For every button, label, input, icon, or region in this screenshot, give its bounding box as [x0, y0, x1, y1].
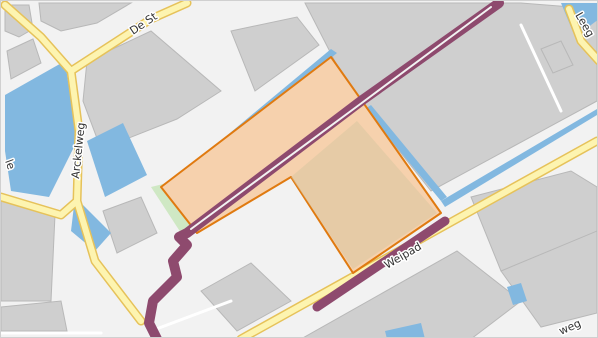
- water-body: [385, 323, 425, 337]
- building: [1, 300, 68, 332]
- green-strip: [151, 183, 197, 233]
- building: [38, 2, 133, 32]
- canal: [441, 109, 597, 207]
- building: [6, 38, 42, 80]
- label-arckelweg: Arckelweg: [69, 122, 88, 179]
- water-body: [5, 61, 77, 197]
- path-minor: [519, 23, 563, 113]
- building: [82, 30, 222, 150]
- building: [200, 262, 292, 332]
- water-body: [507, 283, 527, 305]
- label-edge-left: le: [2, 158, 18, 172]
- building: [102, 196, 158, 254]
- water-body: [87, 123, 147, 197]
- canal: [365, 105, 447, 201]
- building: [230, 16, 320, 92]
- building: [540, 40, 574, 74]
- route-line: [144, 1, 504, 337]
- parcel-inner-shade: [291, 121, 437, 269]
- path-minor: [149, 299, 233, 333]
- building: [500, 230, 597, 328]
